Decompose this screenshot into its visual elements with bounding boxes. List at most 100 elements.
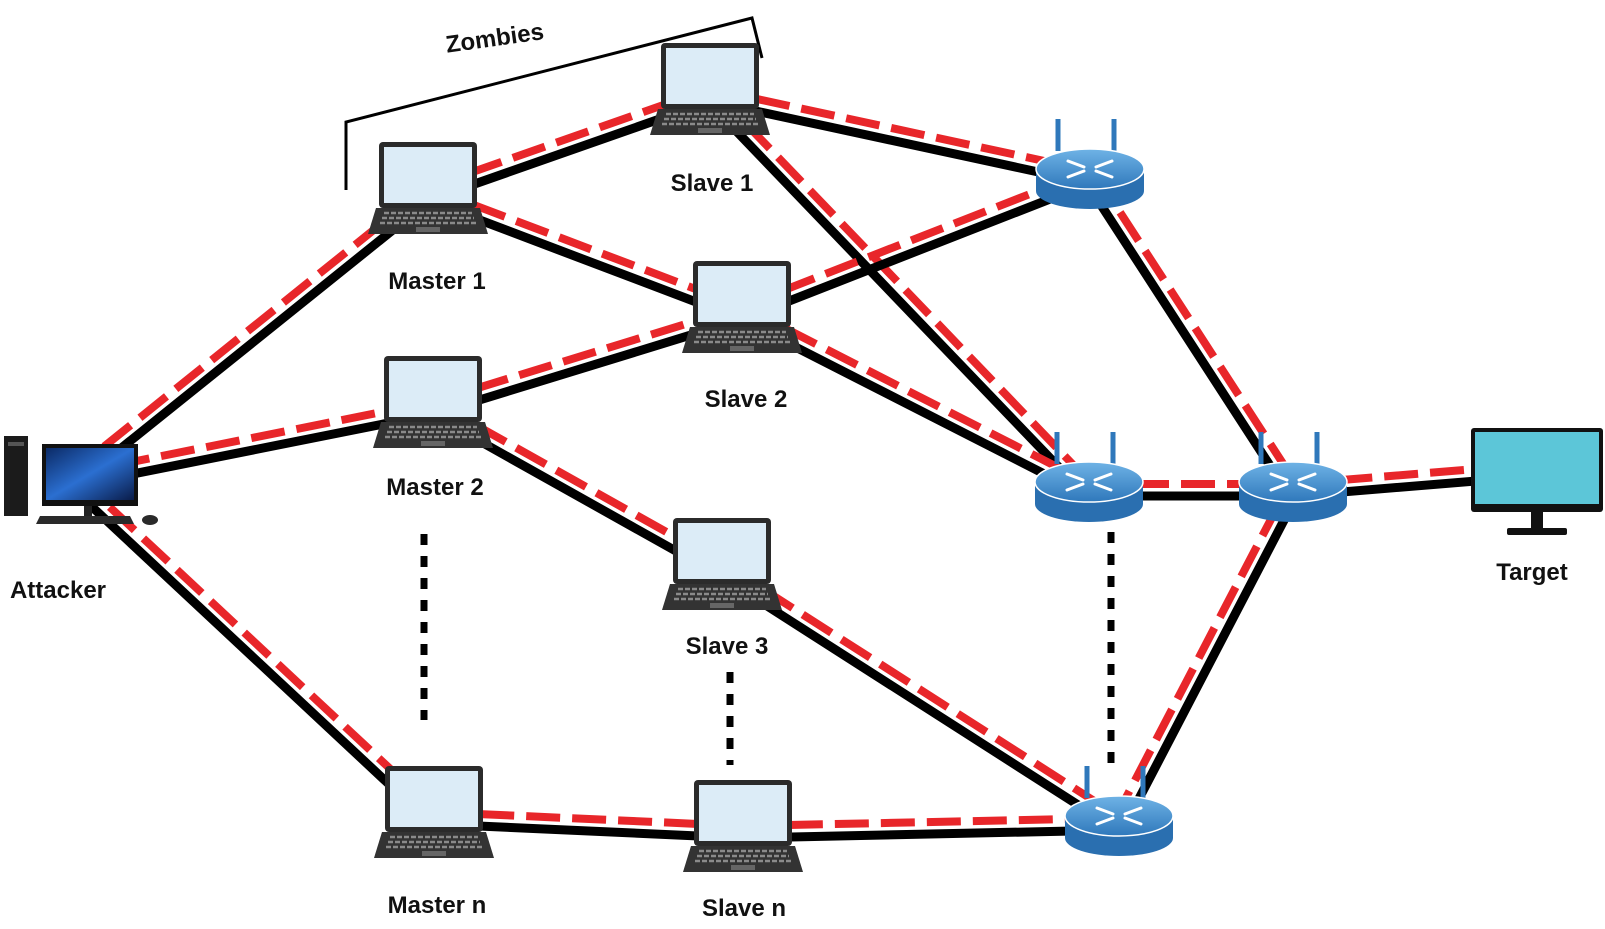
laptop-base <box>683 846 803 872</box>
node-target <box>1471 428 1603 535</box>
link-wire <box>739 178 1097 324</box>
laptop-screen <box>698 266 786 322</box>
touchpad <box>416 227 440 232</box>
link-wire <box>1080 175 1293 498</box>
node-slave1 <box>650 43 770 135</box>
attack-path <box>430 303 742 407</box>
node-master2 <box>373 356 493 448</box>
laptop-screen <box>678 523 766 579</box>
touchpad <box>731 865 755 870</box>
continuation-dots <box>420 532 1115 772</box>
attack-path <box>723 561 1125 823</box>
node-master1 <box>368 142 488 234</box>
node-router1 <box>1035 119 1145 209</box>
tower-drive <box>8 442 24 446</box>
touchpad <box>730 346 754 351</box>
attack-path <box>65 186 427 479</box>
zombies-bracket <box>344 16 764 190</box>
node-mastern <box>374 766 494 858</box>
link-mastern-slaven <box>429 808 748 843</box>
node-attacker <box>4 436 158 525</box>
label-target: Target <box>1496 559 1568 586</box>
node-router3 <box>1238 432 1348 522</box>
node-router4 <box>1064 766 1174 856</box>
router-arrows-icon <box>1269 472 1317 492</box>
target-screen <box>1475 432 1599 504</box>
link-router4-router3 <box>1110 485 1303 832</box>
link-wire <box>701 94 1090 499</box>
monitor-base <box>1507 528 1567 535</box>
mouse-icon <box>142 515 158 525</box>
link-slave1-router1 <box>704 85 1094 188</box>
link-slaven-router4 <box>738 814 1124 843</box>
keyboard-icon <box>385 425 481 439</box>
attack-path <box>1110 485 1292 824</box>
pc-tower <box>4 436 28 516</box>
laptop-screen <box>389 361 477 417</box>
monitor-neck <box>1531 512 1543 530</box>
keyboard-icon <box>694 330 790 344</box>
keyboard-icon <box>695 849 791 863</box>
laptop-base <box>374 832 494 858</box>
label-slaven: Slave n <box>702 895 786 922</box>
attack-path <box>710 85 1093 176</box>
attack-path <box>742 304 1094 489</box>
desktop-screen <box>46 448 134 500</box>
keyboard-icon <box>380 211 476 225</box>
node-router2 <box>1034 432 1144 522</box>
link-wire <box>738 825 1124 843</box>
keyboard-icon <box>674 587 770 601</box>
link-wire <box>1119 488 1303 832</box>
node-slaven <box>683 780 803 872</box>
attack-path <box>73 472 441 817</box>
router-top <box>1034 461 1144 503</box>
attack-path <box>742 814 1119 831</box>
link-wire <box>63 479 435 827</box>
zombies-label: Zombies <box>444 18 545 58</box>
laptop-base <box>682 327 802 353</box>
label-slave1: Slave 1 <box>671 170 754 197</box>
link-slave2-router1 <box>738 167 1097 324</box>
link-router1-router3 <box>1080 171 1302 498</box>
laptop-base <box>662 584 782 610</box>
link-slave3-router4 <box>714 561 1125 834</box>
link-wire <box>429 819 748 843</box>
link-attacker-mastern <box>63 472 441 827</box>
label-slave2: Slave 2 <box>705 386 788 413</box>
link-wire <box>714 570 1121 834</box>
label-master1: Master 1 <box>388 268 485 295</box>
laptop-screen <box>699 785 787 841</box>
router-top <box>1035 148 1145 190</box>
link-slave1-router2 <box>701 88 1097 499</box>
attack-path <box>428 184 746 312</box>
laptop-screen <box>390 771 478 827</box>
attack-path <box>1091 171 1302 489</box>
touchpad <box>698 128 722 133</box>
link-wire <box>71 194 437 490</box>
label-slave3: Slave 3 <box>686 633 769 660</box>
label-attacker: Attacker <box>10 577 106 604</box>
keyboard-icon <box>386 835 482 849</box>
laptop-screen <box>384 147 472 203</box>
laptop-base <box>368 208 488 234</box>
keyboard-icon <box>36 516 134 524</box>
touchpad <box>710 603 734 608</box>
router-top <box>1238 461 1348 503</box>
router-arrows-icon <box>1065 472 1113 492</box>
link-wire <box>704 96 1094 188</box>
router-top <box>1064 795 1174 837</box>
label-master2: Master 2 <box>386 474 483 501</box>
nodes-layer <box>4 43 1603 872</box>
attack-path <box>738 167 1090 312</box>
touchpad <box>422 851 446 856</box>
router-arrows-icon <box>1095 806 1143 826</box>
node-slave2 <box>682 261 802 353</box>
laptop-base <box>373 422 493 448</box>
laptop-screen <box>666 48 754 104</box>
router-arrows-icon <box>1066 159 1114 179</box>
monitor-stand <box>84 506 92 516</box>
keyboard-icon <box>662 112 758 126</box>
label-mastern: Master n <box>388 892 487 919</box>
